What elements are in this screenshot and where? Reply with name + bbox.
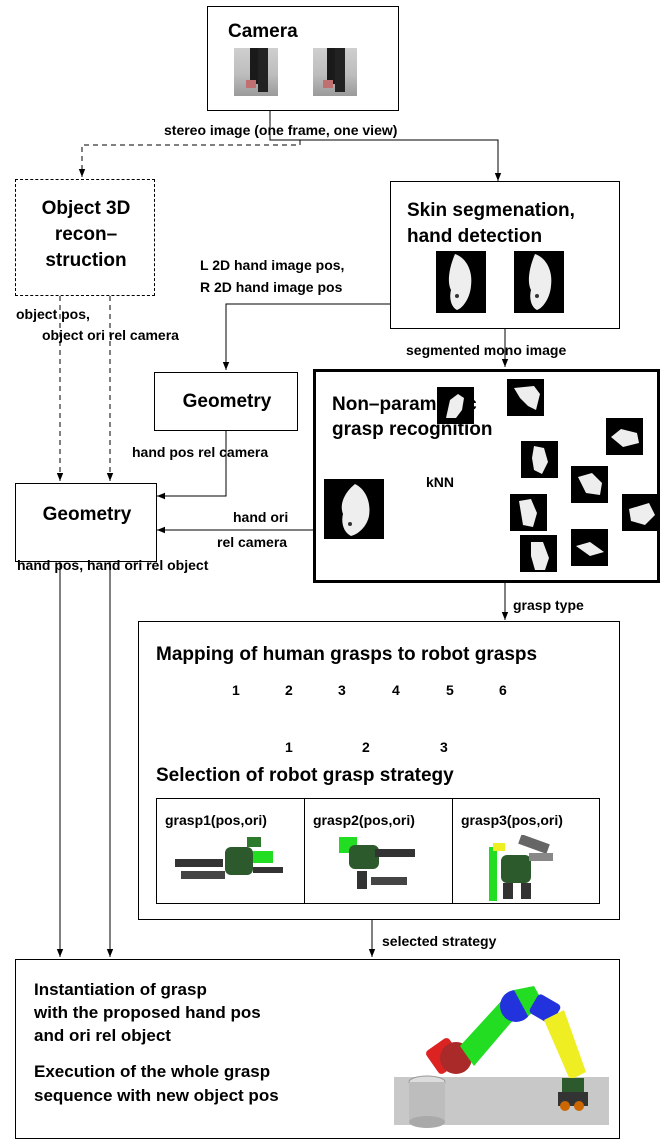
stereo-image-label: stereo image (one frame, one view) bbox=[164, 122, 398, 138]
skin-title-line1: Skin segmenation, bbox=[407, 200, 575, 221]
object-3d-line2: recon– bbox=[54, 224, 118, 245]
hand-pos-rel-camera-label: hand pos rel camera bbox=[132, 444, 269, 460]
nonparametric-grasp-recognition-box: Non–parametric grasp recognition kNN bbox=[313, 369, 660, 583]
db-hand-6 bbox=[622, 494, 659, 531]
knn-label: kNN bbox=[426, 474, 455, 490]
db-hand-7 bbox=[510, 494, 547, 531]
execution-line2: sequence with new object pos bbox=[34, 1086, 279, 1105]
object-3d-line3: struction bbox=[45, 250, 127, 271]
human-grasp-6: 6 bbox=[499, 682, 507, 698]
selected-strategy-label: selected strategy bbox=[382, 933, 497, 949]
db-hand-3 bbox=[606, 418, 643, 455]
hand-pos-ori-rel-object-label: hand pos, hand ori rel object bbox=[17, 557, 209, 573]
mapping-box: Mapping of human grasps to robot grasps … bbox=[138, 621, 620, 920]
robot-grasp-1: 1 bbox=[285, 739, 293, 755]
grasp-type-label: grasp type bbox=[513, 597, 584, 613]
segmented-mono-label: segmented mono image bbox=[406, 342, 567, 358]
grasp-cell-2: grasp2(pos,ori) bbox=[305, 799, 453, 903]
geometry-main-title: Geometry bbox=[42, 504, 132, 525]
db-hand-2 bbox=[507, 379, 544, 416]
segmented-hand-left bbox=[436, 251, 486, 313]
instantiation-line2: with the proposed hand pos bbox=[34, 1003, 261, 1022]
grasp1-label: grasp1(pos,ori) bbox=[165, 812, 267, 828]
skin-title-line2: hand detection bbox=[407, 226, 543, 247]
instantiation-line1: Instantiation of grasp bbox=[34, 980, 207, 999]
grasp2-robot-hand-icon bbox=[339, 837, 415, 889]
db-hand-8 bbox=[571, 529, 608, 566]
grasp3-robot-hand-icon bbox=[489, 835, 553, 901]
robot-arm-illustration bbox=[394, 986, 609, 1128]
hand-image-pos-label-2: R 2D hand image pos bbox=[200, 279, 343, 295]
db-hand-9 bbox=[520, 535, 557, 572]
db-hand-1 bbox=[437, 387, 474, 424]
grasp2-label: grasp2(pos,ori) bbox=[313, 812, 415, 828]
object-3d-reconstruction-box: Object 3D recon– struction bbox=[15, 179, 155, 296]
geometry-top-box: Geometry bbox=[154, 372, 298, 431]
camera-box: Camera bbox=[207, 6, 399, 111]
hand-image-pos-label-1: L 2D hand image pos, bbox=[200, 257, 345, 273]
human-grasp-4: 4 bbox=[392, 682, 400, 698]
geometry-top-title: Geometry bbox=[182, 391, 272, 412]
stereo-right-photo bbox=[313, 48, 357, 96]
object-pos-label-2: object ori rel camera bbox=[42, 327, 179, 343]
geometry-main-box: Geometry bbox=[15, 483, 157, 562]
grasp-cell-1: grasp1(pos,ori) bbox=[157, 799, 305, 903]
robot-grasp-2: 2 bbox=[362, 739, 370, 755]
grasp1-robot-hand-icon bbox=[175, 837, 283, 879]
human-grasp-2: 2 bbox=[285, 682, 293, 698]
grasp3-label: grasp3(pos,ori) bbox=[461, 812, 563, 828]
mapping-title: Mapping of human grasps to robot grasps bbox=[156, 644, 538, 665]
camera-title: Camera bbox=[228, 21, 298, 42]
object-3d-line1: Object 3D bbox=[41, 198, 131, 219]
human-grasp-3: 3 bbox=[338, 682, 346, 698]
robot-grasp-3: 3 bbox=[440, 739, 448, 755]
skin-segmentation-box: Skin segmenation, hand detection bbox=[390, 181, 620, 329]
human-grasp-1: 1 bbox=[232, 682, 240, 698]
human-grasp-5: 5 bbox=[446, 682, 454, 698]
object-pos-label-1: object pos, bbox=[16, 306, 90, 322]
db-hand-5 bbox=[571, 466, 608, 503]
nonparam-title-line2: grasp recognition bbox=[332, 419, 493, 440]
hand-ori-label-1: hand ori bbox=[233, 509, 289, 525]
grasp-strategy-table: grasp1(pos,ori) grasp2(pos,ori) grasp3(p… bbox=[156, 798, 600, 904]
stereo-left-photo bbox=[234, 48, 278, 96]
instantiation-execution-box: Instantiation of grasp with the proposed… bbox=[15, 959, 620, 1139]
hand-ori-label-2: rel camera bbox=[217, 534, 288, 550]
selection-title: Selection of robot grasp strategy bbox=[156, 765, 454, 786]
segmented-hand-right bbox=[514, 251, 564, 313]
query-hand-image bbox=[324, 479, 384, 539]
instantiation-line3: and ori rel object bbox=[34, 1026, 171, 1045]
execution-line1: Execution of the whole grasp bbox=[34, 1062, 271, 1081]
grasp-cell-3: grasp3(pos,ori) bbox=[453, 799, 601, 903]
db-hand-4 bbox=[521, 441, 558, 478]
